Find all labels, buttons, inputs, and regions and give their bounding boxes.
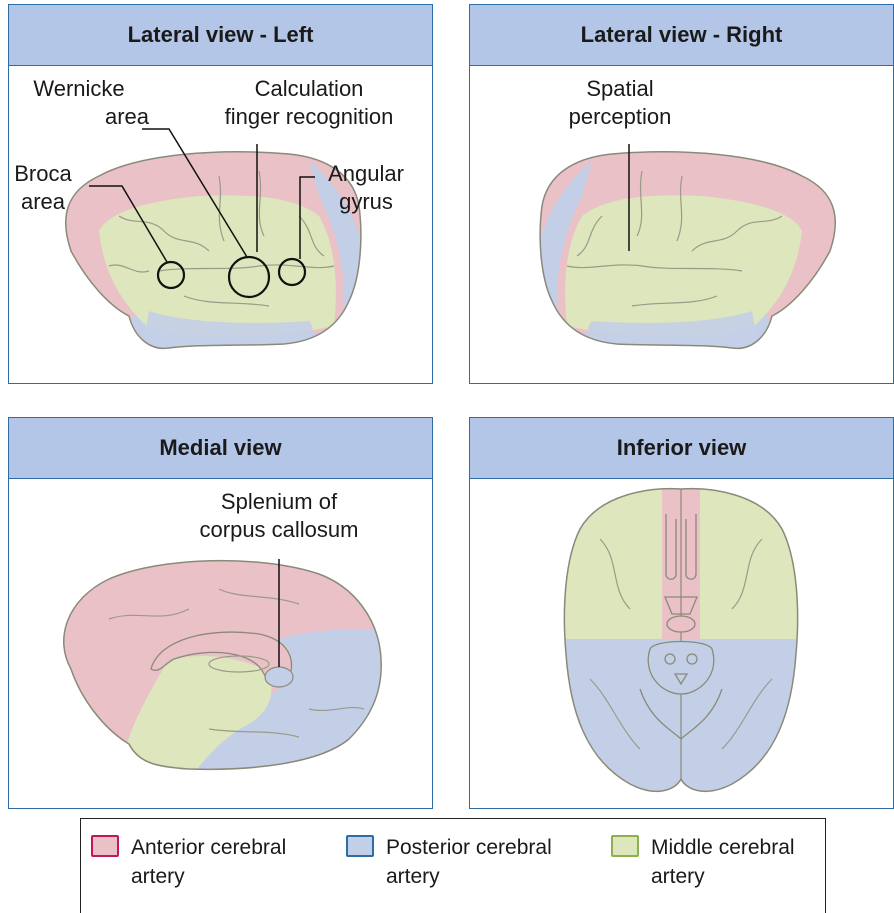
calculation-label: Calculation — [255, 76, 364, 101]
splenium — [265, 667, 293, 687]
legend-label-anterior-line2: artery — [131, 862, 321, 891]
splenium-label-line2: corpus callosum — [200, 517, 359, 542]
angular-label: Angular — [328, 161, 404, 186]
angular-label-line2: gyrus — [339, 189, 393, 214]
wernicke-label: Wernicke — [33, 76, 124, 101]
lateral-left-illustration: Wernicke area Calculation finger recogni… — [9, 66, 431, 384]
panel-lateral-left: Lateral view - Left — [8, 4, 433, 384]
medial-illustration: Splenium of corpus callosum — [9, 479, 431, 809]
calculation-label-line2: finger recognition — [225, 104, 394, 129]
legend-item-posterior: Posterior cerebral artery — [346, 833, 576, 891]
panel-inferior: Inferior view — [469, 417, 894, 809]
panel-lateral-right: Lateral view - Right Spatial perception — [469, 4, 894, 384]
legend-label-middle-line2: artery — [651, 862, 841, 891]
legend: Anterior cerebral artery Posterior cereb… — [80, 818, 826, 913]
broca-label: Broca — [14, 161, 72, 186]
inferior-illustration — [470, 479, 892, 809]
panel-medial: Medial view Splenium of corpus callosum — [8, 417, 433, 809]
wernicke-label-line2: area — [105, 104, 150, 129]
lateral-right-illustration: Spatial perception — [470, 66, 892, 384]
panel-title: Inferior view — [470, 418, 893, 479]
broca-label-line2: area — [21, 189, 66, 214]
middle-swatch — [611, 835, 639, 857]
legend-label-posterior: Posterior cerebral — [386, 833, 576, 862]
posterior-swatch — [346, 835, 374, 857]
legend-label-posterior-line2: artery — [386, 862, 576, 891]
legend-label-middle: Middle cerebral — [651, 833, 841, 862]
legend-label-anterior: Anterior cerebral — [131, 833, 321, 862]
anterior-swatch — [91, 835, 119, 857]
spatial-label-line2: perception — [569, 104, 672, 129]
panel-title: Lateral view - Left — [9, 5, 432, 66]
legend-item-anterior: Anterior cerebral artery — [91, 833, 321, 891]
splenium-label: Splenium of — [221, 489, 338, 514]
panel-title: Lateral view - Right — [470, 5, 893, 66]
panel-title: Medial view — [9, 418, 432, 479]
legend-item-middle: Middle cerebral artery — [611, 833, 841, 891]
spatial-label: Spatial — [586, 76, 653, 101]
